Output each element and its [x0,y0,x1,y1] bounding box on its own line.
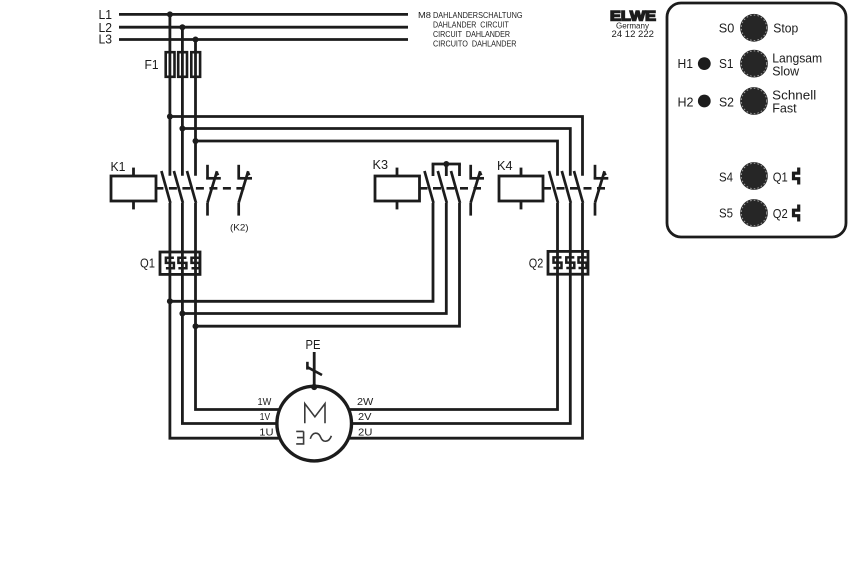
svg-text:Langsam: Langsam [772,51,822,66]
svg-text:(K2): (K2) [230,222,249,232]
svg-text:L1: L1 [99,8,113,22]
svg-text:2U: 2U [358,426,373,438]
svg-text:Q1: Q1 [773,169,788,184]
svg-text:Q1: Q1 [140,257,155,271]
svg-text:CIRCUIT DAHLANDER: CIRCUIT DAHLANDER [433,29,510,39]
svg-text:1U: 1U [259,426,273,438]
svg-text:Q2: Q2 [773,206,788,221]
svg-text:Schnell: Schnell [772,88,816,103]
svg-text:Stop: Stop [773,20,798,35]
svg-text:24 12 222: 24 12 222 [612,29,655,40]
svg-text:S5: S5 [719,206,733,221]
svg-text:1V: 1V [260,411,270,423]
svg-text:CIRCUITO DAHLANDER: CIRCUITO DAHLANDER [433,39,517,49]
svg-text:F1: F1 [145,58,159,72]
svg-text:Slow: Slow [772,63,800,78]
svg-text:PE: PE [306,338,321,352]
svg-text:Q2: Q2 [529,257,544,271]
svg-text:S4: S4 [719,170,733,185]
svg-text:K3: K3 [373,158,389,172]
svg-text:Germany: Germany [616,21,650,31]
svg-text:Fast: Fast [772,100,797,115]
svg-text:2W: 2W [357,396,373,408]
svg-text:L2: L2 [99,21,113,35]
svg-text:ELWE: ELWE [610,9,656,24]
svg-text:H1: H1 [678,56,694,71]
svg-text:K4: K4 [497,159,513,173]
svg-text:2V: 2V [358,411,372,423]
svg-text:S2: S2 [719,94,734,109]
svg-text:DAHLANDER CIRCUIT: DAHLANDER CIRCUIT [433,19,509,29]
svg-text:L3: L3 [99,33,113,47]
svg-text:1W: 1W [258,396,272,408]
svg-text:DAHLANDERSCHALTUNG: DAHLANDERSCHALTUNG [433,10,523,20]
svg-text:S0: S0 [719,20,735,35]
svg-text:K1: K1 [111,160,126,174]
svg-text:M8: M8 [418,10,431,20]
svg-text:S1: S1 [719,56,734,71]
svg-text:H2: H2 [678,94,694,109]
